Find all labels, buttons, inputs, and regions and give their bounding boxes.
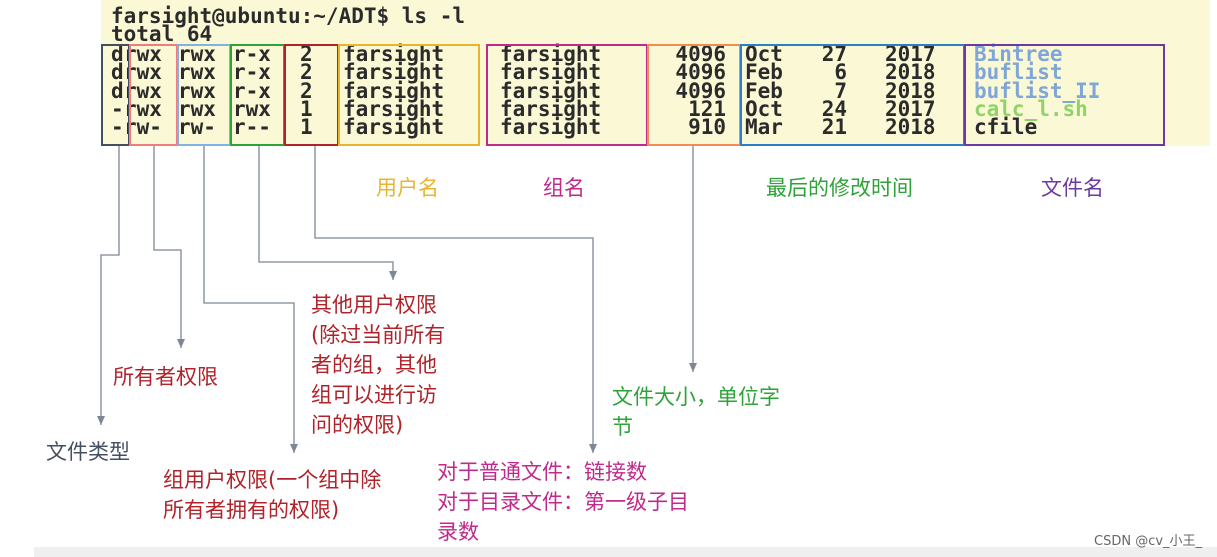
- column-box-name: [964, 44, 1165, 146]
- ls-field-grp: farsight: [500, 42, 602, 66]
- label-filetype: 文件类型: [46, 440, 130, 464]
- footer-bar: [34, 547, 1217, 557]
- ls-field-links: 2: [300, 78, 313, 103]
- ls-field-name: Bintree: [974, 42, 1063, 66]
- ls-field-month: Oct: [745, 96, 783, 121]
- owner-arrow: [153, 146, 182, 348]
- group-arrow: [203, 146, 295, 453]
- ls-field-group: rwx: [178, 42, 216, 66]
- ls-field-day: 6: [834, 60, 847, 85]
- ls-field-other: rwx: [233, 96, 271, 121]
- watermark: CSDN @cv_小王_: [1094, 534, 1203, 549]
- ls-field-group: rwx: [178, 78, 216, 103]
- filetype-arrow: [100, 146, 120, 425]
- size-arrow-head: [689, 363, 697, 372]
- ls-field-year: 2018: [885, 60, 936, 85]
- ls-field-type: d: [111, 42, 124, 66]
- ls-field-size: 121: [688, 96, 726, 121]
- ls-field-year: 2017: [885, 42, 936, 66]
- ls-field-name: cfile: [974, 115, 1038, 140]
- ls-field-user: farsight: [343, 60, 445, 85]
- ls-field-user: farsight: [343, 42, 445, 66]
- ls-field-other: r-x: [233, 78, 271, 103]
- filetype-arrow-head: [97, 416, 105, 425]
- terminal-prompt: farsight@ubuntu:~/ADT$ ls -l: [111, 4, 466, 28]
- label-other-permission: 其他用户权限 (除过当前所有 者的组，其他 组可以进行访 问的权限): [311, 293, 446, 437]
- ls-field-month: Feb: [745, 78, 783, 103]
- ls-field-group: rwx: [178, 60, 216, 85]
- ls-field-name: buflist: [974, 60, 1063, 85]
- label-groupname: 组名: [543, 176, 585, 200]
- ls-field-type: -: [111, 96, 124, 121]
- ls-field-type: d: [111, 60, 124, 85]
- terminal-total: total 64: [111, 22, 213, 46]
- ls-field-year: 2018: [885, 115, 936, 140]
- ls-field-group: rw-: [178, 115, 216, 140]
- ls-field-other: r--: [233, 115, 271, 140]
- label-owner-permission: 所有者权限: [113, 365, 218, 389]
- ls-field-links: 2: [300, 60, 313, 85]
- owner-arrow-head: [177, 339, 185, 348]
- ls-field-links: 2: [300, 42, 313, 66]
- ls-field-links: 1: [300, 96, 313, 121]
- ls-field-owner: rwx: [124, 96, 162, 121]
- ls-field-type: d: [111, 78, 124, 103]
- other-arrow-head: [389, 271, 397, 280]
- ls-field-size: 4096: [675, 42, 726, 66]
- ls-field-owner: rwx: [124, 60, 162, 85]
- ls-field-month: Oct: [745, 42, 783, 66]
- ls-field-grp: farsight: [500, 96, 602, 121]
- group-arrow-head: [290, 444, 298, 453]
- ls-field-name: calc_l.sh: [974, 96, 1088, 121]
- label-group-permission: 组用户权限(一个组中除 所有者拥有的权限): [163, 468, 382, 522]
- ls-field-grp: farsight: [500, 115, 602, 140]
- ls-field-year: 2018: [885, 78, 936, 103]
- links-arrow: [314, 146, 594, 453]
- ls-field-other: r-x: [233, 42, 271, 66]
- ls-field-owner: rw-: [124, 115, 162, 140]
- ls-field-other: r-x: [233, 60, 271, 85]
- ls-field-size: 910: [688, 115, 726, 140]
- ls-field-day: 21: [821, 115, 847, 140]
- label-filename: 文件名: [1041, 176, 1104, 200]
- ls-field-group: rwx: [178, 96, 216, 121]
- ls-field-user: farsight: [343, 115, 445, 140]
- ls-field-month: Mar: [745, 115, 783, 140]
- ls-field-size: 4096: [675, 78, 726, 103]
- label-link-count: 对于普通文件：链接数 对于目录文件：第一级子目 录数: [437, 460, 689, 544]
- ls-field-owner: rwx: [124, 42, 162, 66]
- ls-field-year: 2017: [885, 96, 936, 121]
- ls-field-name: buflist_II: [974, 78, 1101, 103]
- label-mtime: 最后的修改时间: [766, 176, 913, 200]
- ls-field-day: 24: [821, 96, 847, 121]
- label-username: 用户名: [376, 176, 439, 200]
- ls-field-grp: farsight: [500, 78, 602, 103]
- ls-field-user: farsight: [343, 96, 445, 121]
- ls-field-day: 27: [821, 42, 847, 66]
- ls-field-month: Feb: [745, 60, 783, 85]
- ls-field-type: -: [111, 115, 124, 140]
- ls-field-size: 4096: [675, 60, 726, 85]
- ls-field-owner: rwx: [124, 78, 162, 103]
- ls-field-links: 1: [300, 115, 313, 140]
- ls-field-grp: farsight: [500, 60, 602, 85]
- label-file-size: 文件大小，单位字 节: [612, 385, 780, 439]
- ls-field-user: farsight: [343, 78, 445, 103]
- column-box-user: [338, 44, 480, 146]
- other-arrow: [258, 146, 394, 280]
- ls-field-day: 7: [834, 78, 847, 103]
- links-arrow-head: [589, 444, 597, 453]
